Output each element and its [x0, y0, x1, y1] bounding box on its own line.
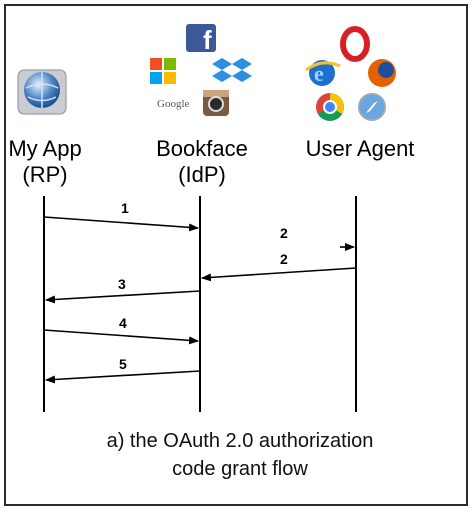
- chrome-icon: [316, 93, 344, 121]
- dropbox-icon: [212, 58, 252, 82]
- my-app-icon: [17, 69, 67, 115]
- diagram-frame: [4, 4, 468, 506]
- safari-icon: [358, 93, 386, 121]
- caption-line-2: code grant flow: [172, 458, 308, 480]
- participant-name-user-agent: User Agent: [305, 136, 415, 161]
- participant-label-idp: Bookface (IdP): [150, 136, 254, 188]
- message-label-5: 5: [119, 356, 127, 372]
- message-arrow-1: [43, 216, 199, 232]
- message-arrow-4: [43, 329, 199, 345]
- microsoft-icon: [150, 58, 176, 84]
- participant-role-idp: (IdP): [178, 162, 226, 187]
- message-label-2b: 2: [280, 251, 288, 267]
- message-label-1: 1: [121, 200, 129, 216]
- message-arrow-5: [45, 370, 201, 384]
- facebook-icon: f: [186, 24, 216, 55]
- participant-name-idp: Bookface: [156, 136, 248, 161]
- message-label-2a: 2: [280, 225, 288, 241]
- participant-label-rp: My App (RP): [4, 136, 86, 188]
- svg-text:Google: Google: [157, 98, 190, 110]
- caption-line-1: a) the OAuth 2.0 authorization: [106, 430, 374, 452]
- message-label-3: 3: [118, 276, 126, 292]
- google-icon: Google: [157, 98, 190, 110]
- message-label-4: 4: [119, 315, 127, 331]
- message-arrow-2b: [201, 267, 357, 282]
- svg-text:e: e: [314, 61, 324, 86]
- participant-role-rp: (RP): [22, 162, 68, 187]
- firefox-icon: [368, 59, 396, 87]
- instagram-icon: [203, 90, 229, 116]
- message-arrow-3: [45, 290, 201, 304]
- participant-label-user-agent: User Agent: [296, 136, 424, 162]
- svg-text:f: f: [203, 25, 212, 55]
- participant-name-rp: My App: [8, 136, 82, 161]
- internet-explorer-icon: e: [305, 60, 341, 86]
- opera-icon: [340, 26, 370, 62]
